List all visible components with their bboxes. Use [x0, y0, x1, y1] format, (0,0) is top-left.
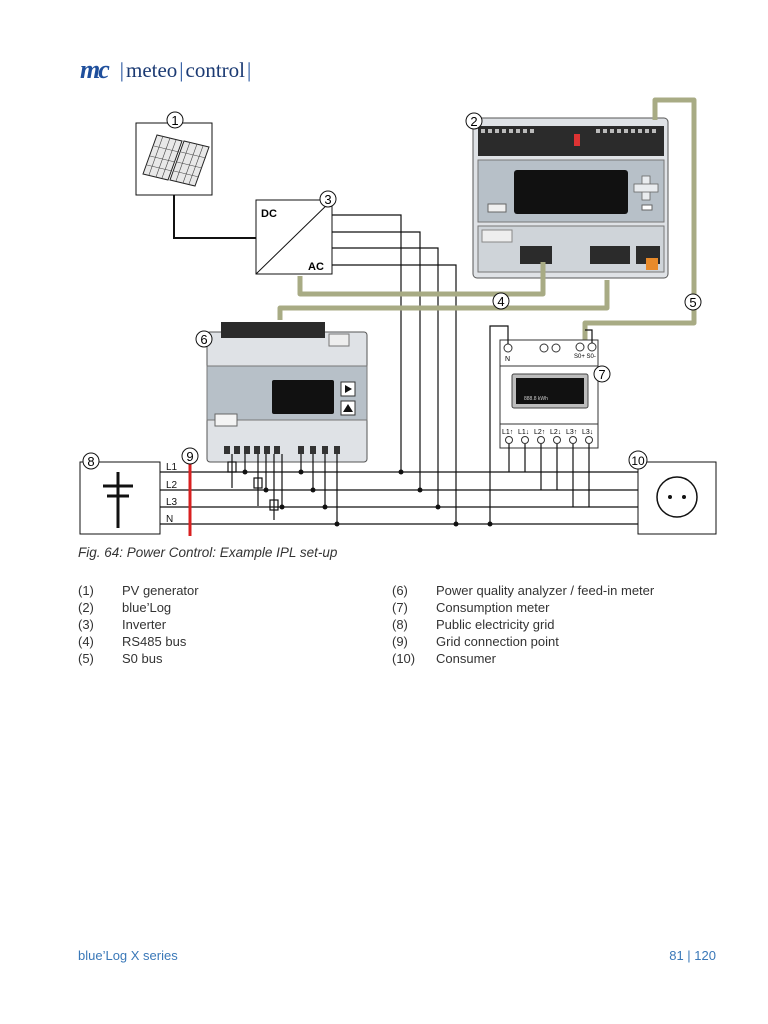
bluelog-dpad-icon	[633, 175, 659, 201]
legend-label: Inverter	[122, 617, 167, 632]
inverter: DC AC	[255, 199, 333, 275]
meteocontrol-logo: mc |meteo|control|	[80, 52, 253, 88]
legend-item: (6) Power quality analyzer / feed-in mete…	[392, 582, 654, 599]
callout-6: 6	[200, 332, 207, 347]
meter-s0-label: S0+ S0-	[574, 354, 596, 360]
play-icon	[345, 385, 352, 393]
legend-number: (1)	[78, 583, 94, 598]
meter-terminal-l3-out: L3↓	[582, 429, 593, 436]
solar-panel-icon	[142, 134, 210, 187]
analyzer-display	[272, 380, 334, 414]
footer-document-title: blue’Log X series	[78, 948, 178, 963]
callout-9: 9	[186, 449, 193, 464]
meter-terminal-l2-in: L2↑	[534, 429, 545, 436]
up-arrow-icon	[343, 404, 353, 412]
callout-10: 10	[631, 454, 645, 468]
inverter-dc-label: DC	[261, 208, 277, 220]
legend-label: RS485 bus	[122, 634, 187, 649]
legend-item: (1) PV generator	[78, 582, 199, 599]
grid-line-l2-label: L2	[166, 480, 178, 491]
legend-item: (7) Consumption meter	[392, 599, 654, 616]
legend-number: (2)	[78, 600, 94, 615]
meter-terminal-l1-out: L1↓	[518, 429, 529, 436]
bluelog-display	[514, 170, 628, 214]
legend-label: S0 bus	[122, 651, 163, 666]
logo-wordmark: |meteo|control|	[119, 57, 252, 82]
legend-label: Consumer	[436, 651, 496, 666]
logo-mark: mc	[80, 55, 110, 84]
consumption-meter: N S0+ S0- 888.8 kWh L1↑ L1↓ L2↑ L2↓ L3↑ …	[499, 339, 599, 449]
analyzer-wiring	[227, 454, 338, 524]
legend-number: (6)	[392, 583, 408, 598]
grid-line-n-label: N	[166, 514, 173, 525]
s0-bus	[582, 97, 697, 345]
legend-label: Grid connection point	[436, 634, 559, 649]
legend-item: (8) Public electricity grid	[392, 616, 654, 633]
legend-number: (5)	[78, 651, 94, 666]
legend-item: (3) Inverter	[78, 616, 199, 633]
power-pylon-icon	[103, 472, 133, 528]
legend-number: (4)	[78, 634, 94, 649]
logo-word-meteo: meteo	[125, 57, 178, 82]
legend-number: (10)	[392, 651, 416, 666]
logo-word-control: control	[185, 57, 245, 82]
legend-number: (8)	[392, 617, 408, 632]
junction-dots	[242, 469, 493, 527]
meter-terminal-l2-out: L2↓	[550, 429, 561, 436]
figure-caption: Fig. 64: Power Control: Example IPL set-…	[78, 545, 338, 560]
callout-4: 4	[497, 294, 504, 309]
legend-right: (6) Power quality analyzer / feed-in mete…	[392, 582, 654, 667]
grid-line-l1-label: L1	[166, 462, 178, 473]
legend-label: PV generator	[122, 583, 199, 598]
callout-1: 1	[171, 113, 178, 128]
pv-generator	[135, 122, 213, 196]
rs485-bus	[277, 272, 610, 320]
legend-label: blue’Log	[122, 600, 172, 615]
public-grid	[79, 461, 161, 535]
legend-label: Power quality analyzer / feed-in meter	[436, 583, 655, 598]
grid-lines	[160, 471, 638, 525]
meter-terminal-l1-in: L1↑	[502, 429, 513, 436]
inverter-ac-lines	[332, 214, 457, 524]
legend-item: (9) Grid connection point	[392, 633, 654, 650]
callout-7: 7	[598, 367, 605, 382]
legend-item: (5) S0 bus	[78, 650, 199, 667]
legend-item: (2) blue’Log	[78, 599, 199, 616]
legend-label: Consumption meter	[436, 600, 550, 615]
callout-2: 2	[470, 114, 477, 129]
meter-n-label: N	[505, 356, 510, 363]
legend-number: (3)	[78, 617, 94, 632]
legend-left: (1)PV generator (2)blue’Log (3)Inverter …	[78, 582, 199, 667]
socket-icon	[656, 476, 698, 518]
legend-label: Public electricity grid	[436, 617, 555, 632]
consumer	[637, 461, 717, 535]
meter-terminal-l3-in: L3↑	[566, 429, 577, 436]
footer-page-number: 81 | 120	[669, 948, 716, 963]
callout-5: 5	[689, 295, 696, 310]
inverter-ac-label: AC	[308, 261, 324, 273]
legend-number: (9)	[392, 634, 408, 649]
grid-line-l3-label: L3	[166, 497, 178, 508]
legend-number: (7)	[392, 600, 408, 615]
callouts: 1 2 3 4 5 6 7 8 9 10	[82, 111, 702, 470]
legend-item: (10) Consumer	[392, 650, 654, 667]
meter-display-text: 888.8 kWh	[524, 396, 548, 402]
dc-cable	[173, 195, 256, 239]
meter-wiring	[508, 444, 590, 507]
legend-item: (4) RS485 bus	[78, 633, 199, 650]
callout-3: 3	[324, 192, 331, 207]
callout-8: 8	[87, 454, 94, 469]
bluelog-device	[472, 117, 669, 279]
power-quality-analyzer	[206, 322, 368, 463]
